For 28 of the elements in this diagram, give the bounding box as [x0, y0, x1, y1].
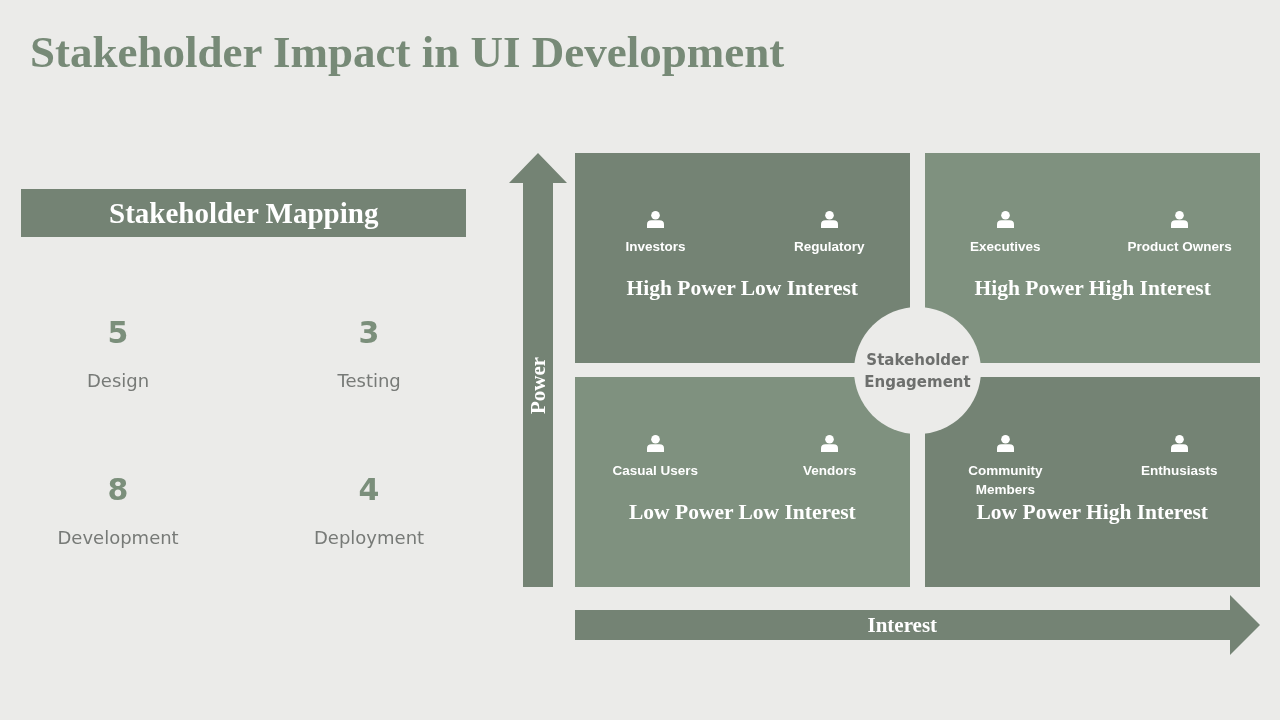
stakeholder-name: Community Members: [967, 462, 1044, 499]
stakeholder-name: Investors: [625, 238, 686, 256]
stat-label: Deployment: [314, 529, 425, 547]
axis-label: Power: [527, 356, 549, 414]
axis-label: Interest: [867, 614, 938, 636]
stakeholder-name: Product Owners: [1127, 238, 1232, 256]
axis-arrow: [575, 595, 1260, 655]
stat-number: 3: [358, 318, 380, 348]
circle-label: Stakeholder Engagement: [863, 349, 972, 393]
stat-number: 4: [358, 475, 380, 505]
slide-title: Stakeholder Impact in UI Development: [30, 27, 785, 79]
quadrant-title: Low Power High Interest: [976, 502, 1208, 524]
quadrant-title: Low Power Low Interest: [629, 502, 856, 524]
stakeholder-name: Casual Users: [612, 462, 698, 480]
quadrant-title: High Power High Interest: [974, 278, 1211, 300]
stat-number: 8: [107, 475, 129, 505]
axis-arrow: [509, 153, 567, 587]
stat-label: Testing: [337, 372, 401, 390]
stakeholder-name: Regulatory: [794, 238, 865, 256]
stakeholder-name: Enthusiasts: [1141, 462, 1218, 480]
section-heading: Stakeholder Mapping: [109, 198, 379, 228]
stat-number: 5: [107, 318, 129, 348]
stat-label: Design: [87, 372, 150, 390]
heading-band: [21, 189, 466, 237]
stakeholder-name: Executives: [969, 238, 1041, 256]
stat-label: Development: [57, 529, 179, 547]
quadrant-title: High Power Low Interest: [626, 278, 858, 300]
stakeholder-name: Vendors: [803, 462, 857, 480]
